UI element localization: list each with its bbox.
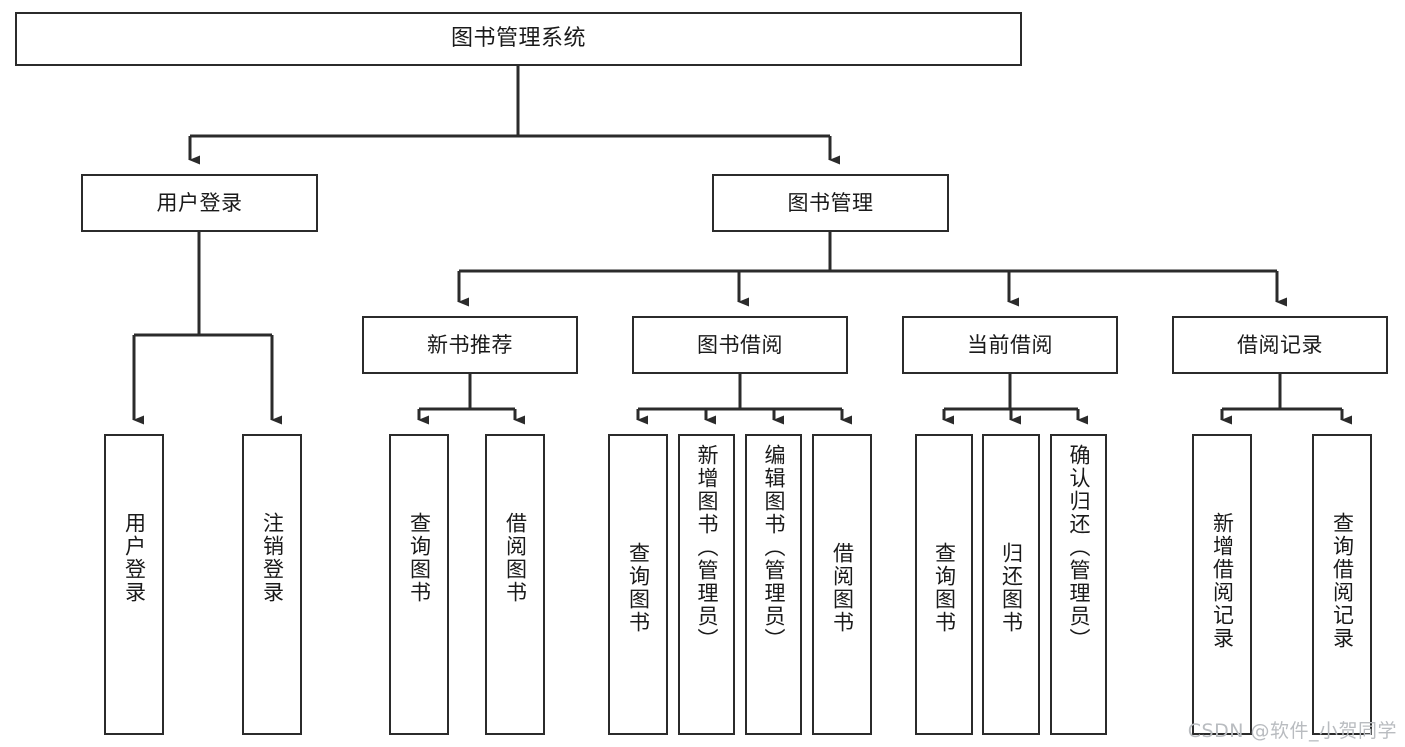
node-root-label: 图书管理系统 xyxy=(450,26,586,52)
node-leaf-user-login-label: 用户登录 xyxy=(122,512,147,604)
node-leaf-edit-book[interactable]: 编辑图书（管理员） xyxy=(745,434,802,735)
node-leaf-return-book[interactable]: 归还图书 xyxy=(982,434,1040,735)
node-book-borrow-label: 图书借阅 xyxy=(697,332,783,357)
node-leaf-query-borrow-record-label: 查询借阅记录 xyxy=(1330,512,1355,650)
node-leaf-logout-label: 注销登录 xyxy=(260,512,285,604)
node-leaf-borrow-book-recommend[interactable]: 借阅图书 xyxy=(485,434,545,735)
node-book-manage-label: 图书管理 xyxy=(787,190,874,215)
node-leaf-add-book[interactable]: 新增图书（管理员） xyxy=(678,434,735,735)
node-book-borrow[interactable]: 图书借阅 xyxy=(632,316,848,374)
node-leaf-borrow-book-borrow-label: 借阅图书 xyxy=(830,542,855,634)
node-leaf-borrow-book-borrow[interactable]: 借阅图书 xyxy=(812,434,872,735)
node-leaf-confirm-return-label: 确认归还（管理员） xyxy=(1067,444,1092,651)
node-leaf-query-book-current[interactable]: 查询图书 xyxy=(915,434,973,735)
node-book-manage[interactable]: 图书管理 xyxy=(712,174,949,232)
node-leaf-query-book-recommend[interactable]: 查询图书 xyxy=(389,434,449,735)
node-user-login[interactable]: 用户登录 xyxy=(81,174,318,232)
csdn-watermark: CSDN @软件_小贺同学 xyxy=(1187,720,1397,742)
node-leaf-logout[interactable]: 注销登录 xyxy=(242,434,302,735)
node-borrow-record[interactable]: 借阅记录 xyxy=(1172,316,1388,374)
node-leaf-query-book-borrow-label: 查询图书 xyxy=(626,542,651,634)
node-leaf-borrow-book-recommend-label: 借阅图书 xyxy=(503,512,528,604)
node-leaf-add-book-label: 新增图书（管理员） xyxy=(695,444,720,651)
node-leaf-query-book-recommend-label: 查询图书 xyxy=(407,512,432,604)
node-leaf-edit-book-label: 编辑图书（管理员） xyxy=(762,444,787,651)
node-leaf-confirm-return[interactable]: 确认归还（管理员） xyxy=(1050,434,1107,735)
node-new-book-recommend-label: 新书推荐 xyxy=(427,332,513,357)
node-borrow-record-label: 借阅记录 xyxy=(1237,332,1323,357)
node-leaf-user-login[interactable]: 用户登录 xyxy=(104,434,164,735)
node-user-login-label: 用户登录 xyxy=(156,190,243,215)
node-new-book-recommend[interactable]: 新书推荐 xyxy=(362,316,578,374)
node-current-borrow[interactable]: 当前借阅 xyxy=(902,316,1118,374)
node-leaf-add-borrow-record[interactable]: 新增借阅记录 xyxy=(1192,434,1252,735)
node-leaf-add-borrow-record-label: 新增借阅记录 xyxy=(1210,512,1235,650)
node-leaf-query-book-current-label: 查询图书 xyxy=(932,542,957,634)
node-leaf-query-book-borrow[interactable]: 查询图书 xyxy=(608,434,668,735)
node-leaf-query-borrow-record[interactable]: 查询借阅记录 xyxy=(1312,434,1372,735)
node-leaf-return-book-label: 归还图书 xyxy=(999,542,1024,634)
node-root[interactable]: 图书管理系统 xyxy=(15,12,1022,66)
node-current-borrow-label: 当前借阅 xyxy=(967,332,1053,357)
